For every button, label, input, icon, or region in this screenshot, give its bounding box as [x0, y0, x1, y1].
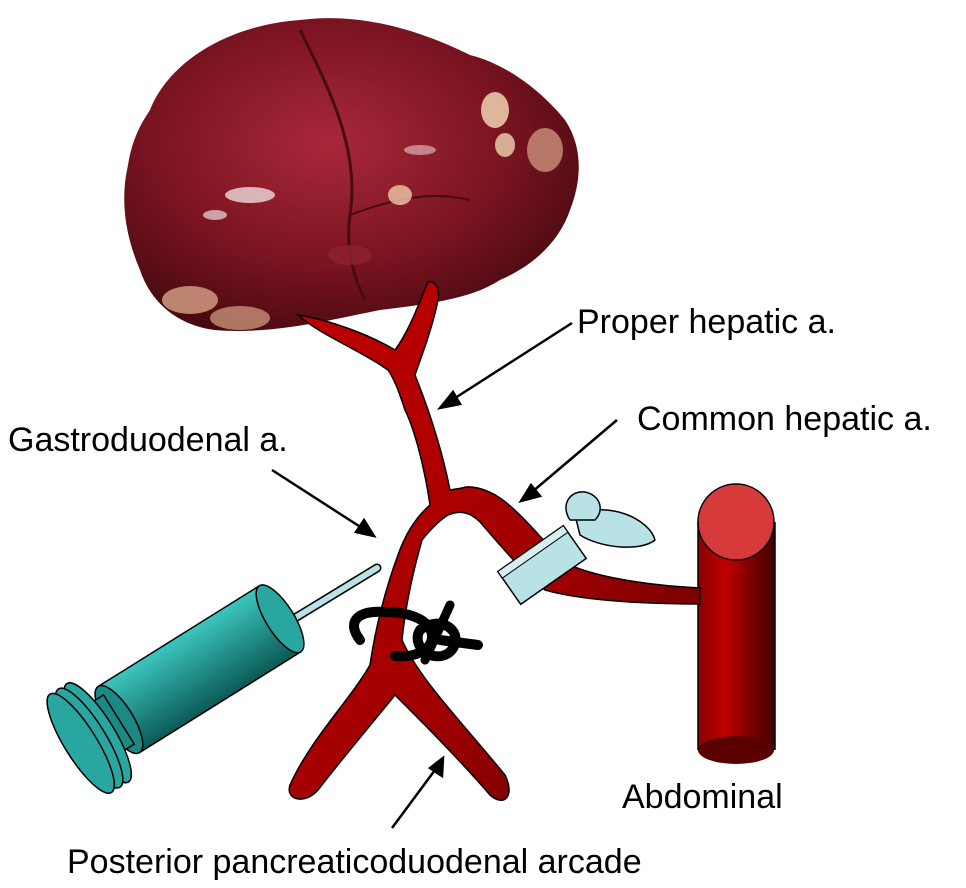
- label-proper-hepatic: Proper hepatic a.: [577, 305, 836, 339]
- arrow-common-hepatic: [521, 420, 617, 501]
- arrow-gastroduodenal: [272, 470, 374, 536]
- arrow-proper-hepatic: [440, 323, 572, 408]
- aorta-icon: [698, 484, 775, 764]
- label-common-hepatic: Common hepatic a.: [637, 402, 932, 436]
- label-abdominal: Abdominal: [622, 780, 783, 814]
- label-posterior-arcade: Posterior pancreaticoduodenal arcade: [67, 845, 642, 879]
- arrow-posterior-arcade: [392, 758, 443, 828]
- label-gastroduodenal: Gastroduodenal a.: [8, 423, 288, 457]
- liver-image: [124, 18, 579, 331]
